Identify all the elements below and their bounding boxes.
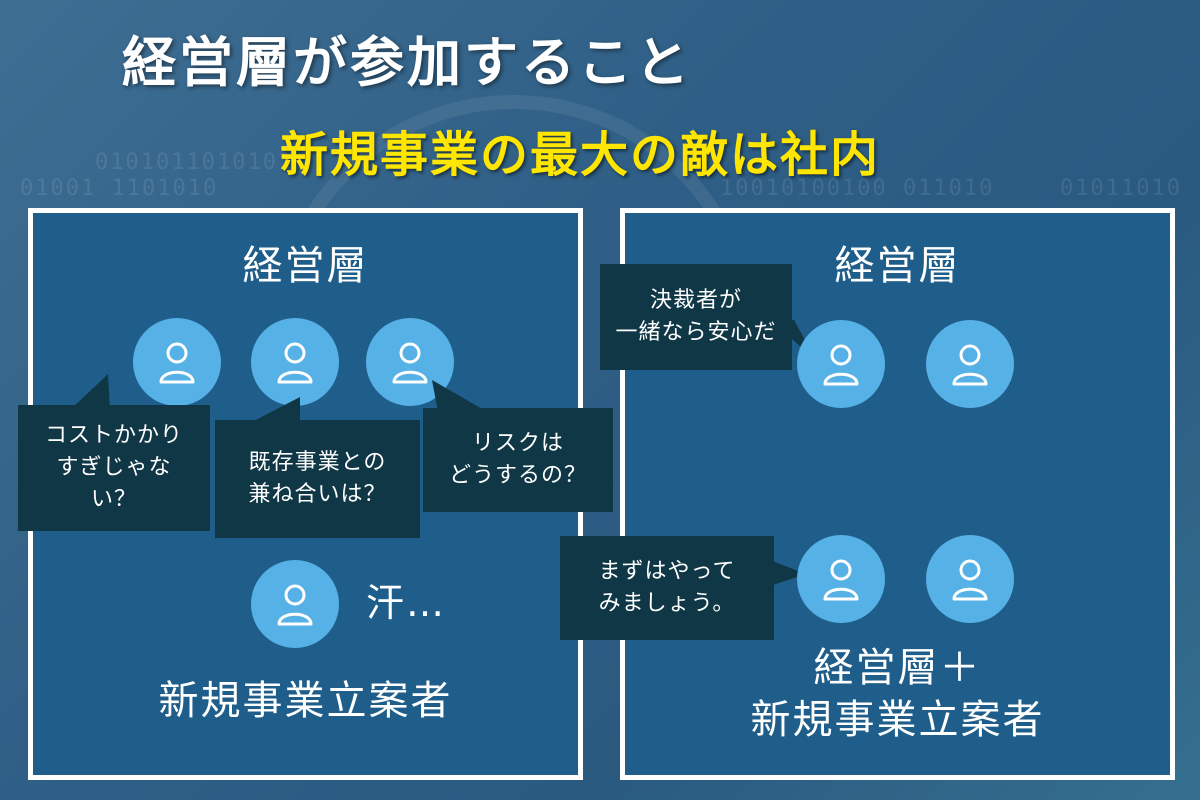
speech-bubble-cost: コストかかり すぎじゃな い？ — [18, 405, 210, 531]
bubble-tail — [70, 374, 110, 410]
right-bottom-label: 経営層＋ 新規事業立案者 — [750, 645, 1045, 743]
speech-bubble-risk: リスクは どうするの？ — [423, 408, 613, 512]
background-digits: 01011010 — [1060, 176, 1182, 201]
bubble-tail — [770, 560, 806, 586]
page-title: 経営層が参加すること — [122, 31, 692, 94]
speech-bubble-approver: 決裁者が 一緒なら安心だ — [600, 264, 792, 370]
bubble-tail — [432, 380, 484, 412]
person-icon — [797, 320, 885, 408]
page-subtitle: 新規事業の最大の敵は社内 — [280, 127, 881, 183]
background-digits: 0101011010101 — [95, 150, 294, 175]
speech-bubble-existing-business: 既存事業との 兼ね合いは？ — [215, 420, 420, 538]
right-top-label: 経営層 — [834, 243, 961, 289]
person-icon — [251, 318, 339, 406]
speech-bubble-lets-start: まずはやって みましょう。 — [560, 536, 774, 640]
left-bottom-label: 新規事業立案者 — [158, 678, 453, 724]
person-icon — [926, 535, 1014, 623]
person-icon — [926, 320, 1014, 408]
sweat-text: 汗… — [366, 581, 447, 625]
person-icon — [251, 560, 339, 648]
background-digits: 10010100100 011010 — [720, 176, 995, 201]
person-icon — [797, 535, 885, 623]
person-icon — [133, 318, 221, 406]
bubble-tail — [250, 397, 300, 423]
background-digits: 01001 1101010 — [20, 176, 219, 201]
left-top-label: 経営層 — [242, 243, 369, 289]
